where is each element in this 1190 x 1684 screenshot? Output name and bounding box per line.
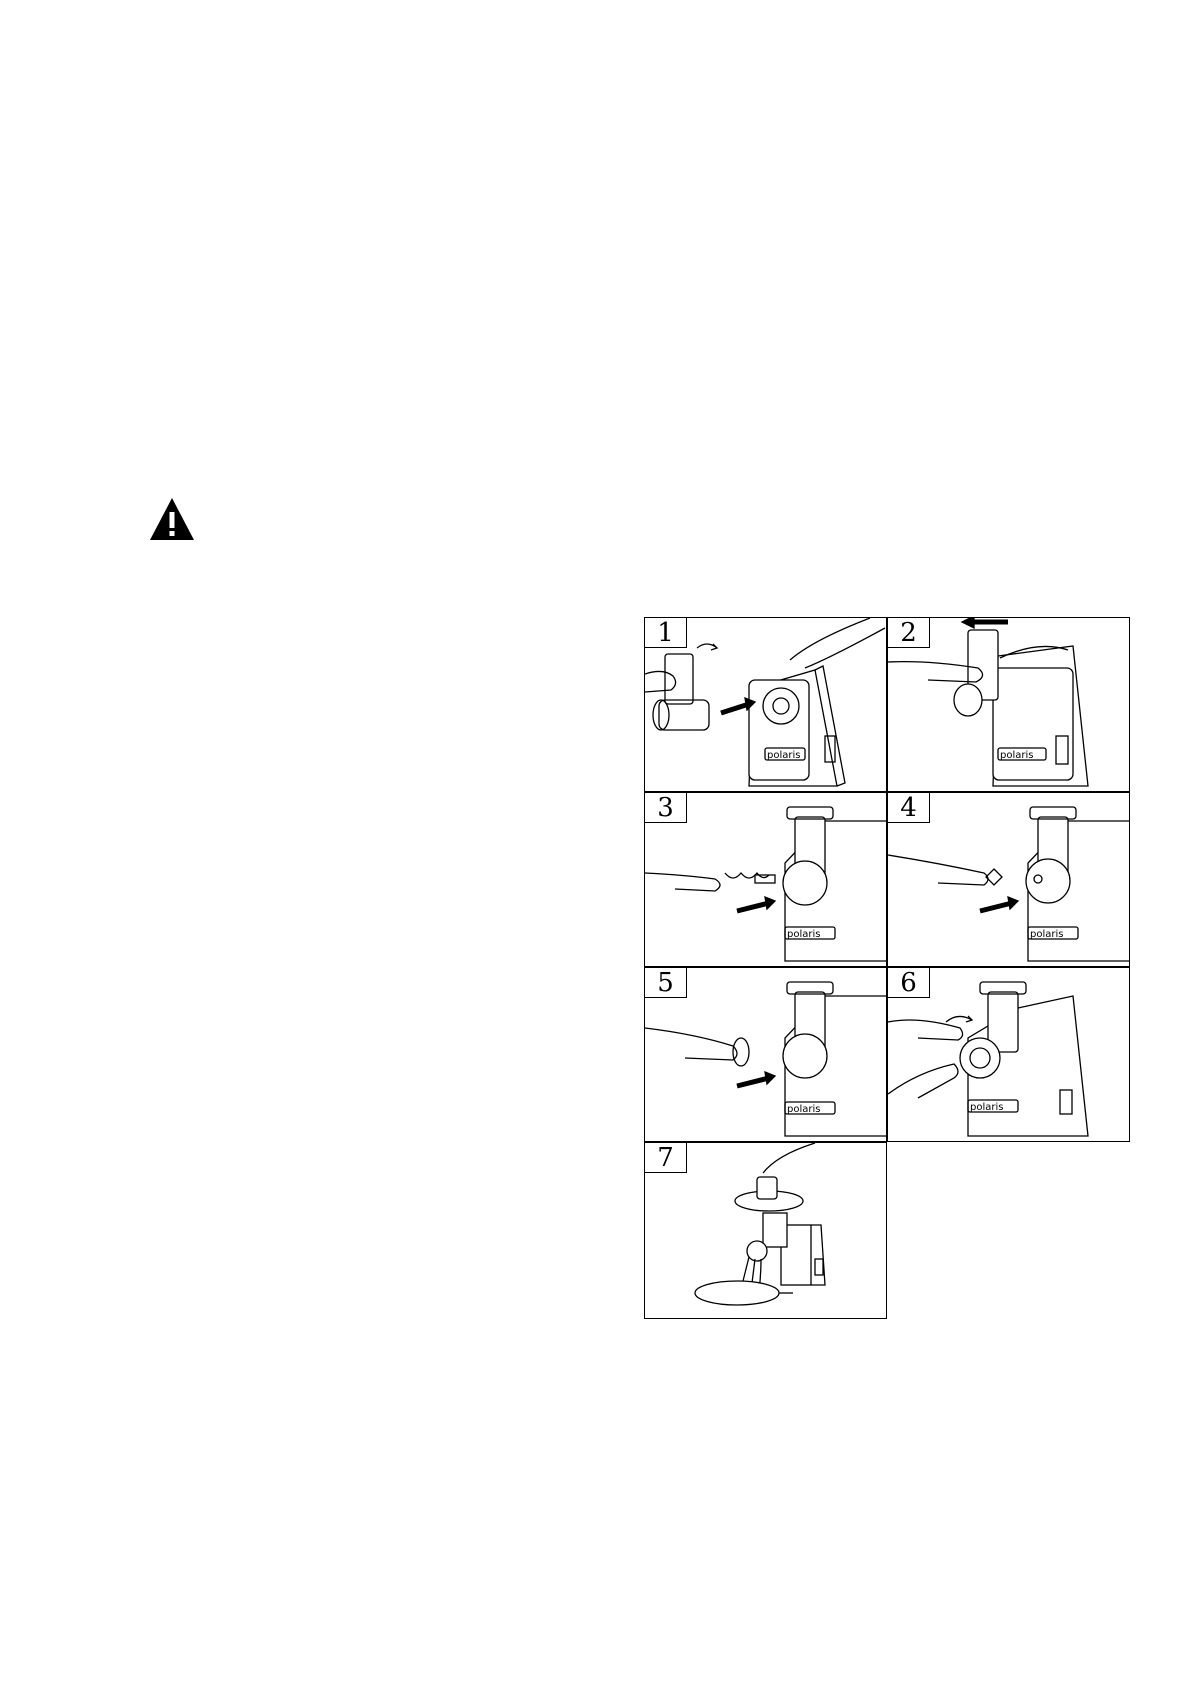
step-panel-1: 1 polaris (644, 617, 887, 792)
brand-logo: polaris (970, 1102, 1003, 1113)
brand-logo: polaris (787, 1104, 820, 1115)
step-panel-6: 6 polaris (887, 967, 1130, 1142)
assembly-steps-grid: 1 polaris 2 (644, 617, 1130, 1319)
step-panel-3: 3 polaris (644, 792, 887, 967)
step-number: 1 (645, 618, 687, 648)
step-number: 2 (888, 618, 930, 648)
step-number: 3 (645, 793, 687, 823)
step-number: 6 (888, 968, 930, 998)
step-panel-7: 7 (644, 1142, 887, 1319)
brand-logo: polaris (1000, 750, 1033, 761)
step-number: 4 (888, 793, 930, 823)
brand-logo: polaris (787, 929, 820, 940)
step-illustration: polaris (888, 981, 1089, 1137)
step-illustration: polaris (645, 806, 886, 962)
step-panel-5: 5 polaris (644, 967, 887, 1142)
step-panel-2: 2 polaris (887, 617, 1130, 792)
step-illustration: polaris (645, 981, 886, 1137)
step-number: 5 (645, 968, 687, 998)
step-illustration: polaris (645, 618, 886, 787)
step-illustration (694, 1143, 826, 1306)
step-number: 7 (645, 1143, 687, 1173)
step-illustration: polaris (888, 618, 1089, 787)
warning-triangle-icon (150, 498, 194, 540)
brand-logo: polaris (1030, 929, 1063, 940)
brand-logo: polaris (767, 750, 800, 761)
step-panel-4: 4 polaris (887, 792, 1130, 967)
step-illustration: polaris (888, 806, 1129, 962)
